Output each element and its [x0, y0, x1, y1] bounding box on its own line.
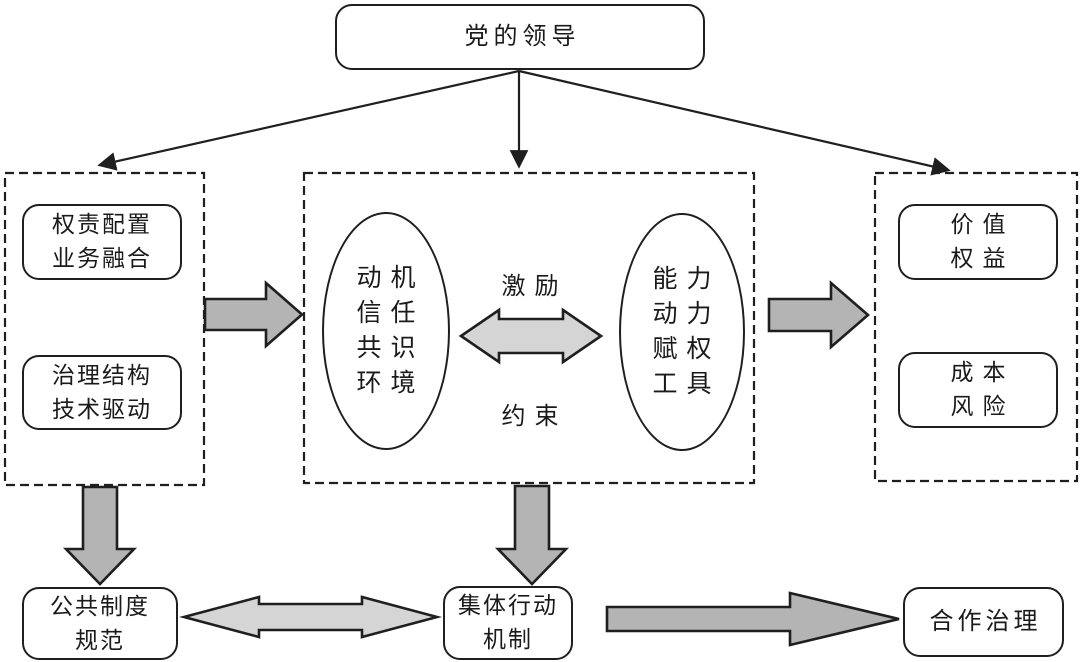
node-label: 党的领导 [464, 24, 581, 50]
node-label: 环境 [356, 370, 425, 397]
node-label: 机制 [483, 627, 533, 652]
double-arrow-incentive-constraint [458, 307, 604, 365]
node-label: 技术驱动 [52, 396, 152, 422]
node-label: 能力 [652, 266, 721, 293]
node-label: 赋权 [652, 336, 721, 363]
node-label: 公共制度 [50, 593, 150, 619]
arrow-center-group-to-right [767, 280, 870, 350]
label-constraint: 约束 [501, 404, 568, 430]
arrow-center-group-down [494, 484, 570, 586]
node-label: 集体行动 [458, 593, 558, 618]
node-label: 治理结构 [52, 362, 152, 388]
node-public-institution: 公共制度 规范 [22, 587, 178, 660]
arrow-left-group-down [62, 485, 138, 586]
node-label: 成本 [950, 360, 1015, 385]
arrow-collective-to-cooperative [605, 591, 900, 647]
node-label: 业务融合 [52, 246, 152, 271]
node-label: 价值 [950, 212, 1015, 237]
node-label: 合作治理 [929, 609, 1042, 635]
node-label: 风险 [950, 394, 1015, 419]
node-label: 动力 [652, 301, 721, 328]
label-incentive: 激励 [501, 274, 568, 300]
node-label: 权益 [950, 246, 1015, 271]
node-label: 规范 [75, 627, 125, 653]
arrow-party-to-right-group [518, 69, 951, 176]
ellipse-motivation: 动机 信任 共识 环境 [322, 212, 450, 450]
node-collective-action: 集体行动 机制 [443, 586, 573, 660]
arrow-party-to-left-group [97, 69, 520, 171]
node-label: 共识 [356, 335, 425, 362]
node-label: 动机 [356, 265, 425, 292]
node-governance-structure: 治理结构 技术驱动 [22, 355, 182, 430]
double-arrow-institution-collective [178, 595, 443, 639]
node-label: 工具 [652, 371, 721, 398]
right-group-frame [873, 171, 1079, 483]
node-value-rights: 价值 权益 [898, 204, 1058, 280]
node-label: 信任 [356, 300, 425, 327]
node-label: 权责配置 [52, 212, 152, 237]
node-cost-risk: 成本 风险 [898, 352, 1058, 428]
ellipse-capability: 能力 动力 赋权 工具 [619, 213, 745, 451]
node-rights-config: 权责配置 业务融合 [22, 204, 182, 280]
arrow-left-group-to-center [203, 280, 304, 349]
center-group-frame [302, 171, 756, 485]
node-cooperative-governance: 合作治理 [903, 587, 1064, 657]
node-party-leadership: 党的领导 [335, 4, 705, 70]
